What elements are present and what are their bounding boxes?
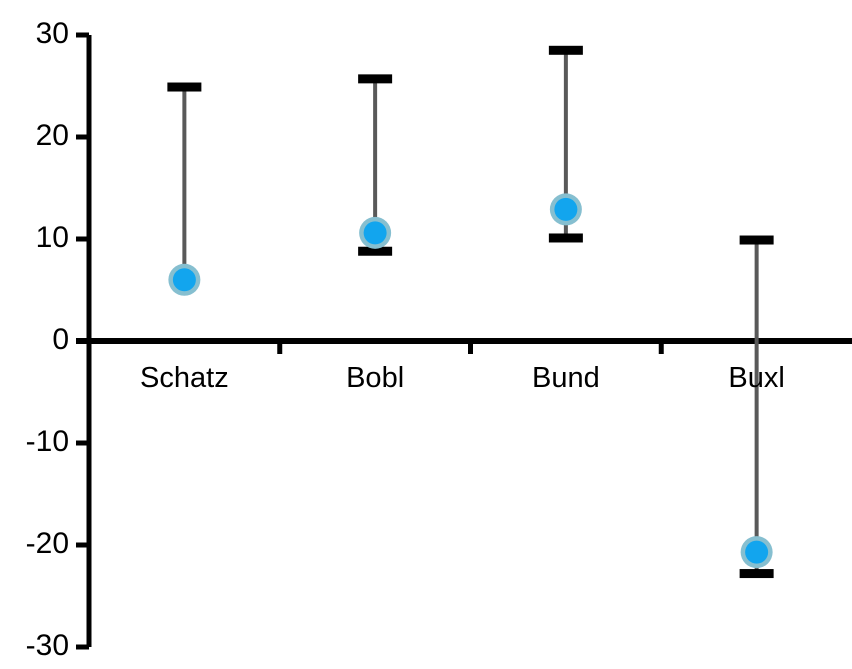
x-axis-category-label: Buxl bbox=[728, 362, 785, 394]
value-marker-dot[interactable] bbox=[554, 197, 578, 221]
y-axis-tick-label: -30 bbox=[25, 629, 69, 662]
range-marker-group bbox=[548, 45, 583, 243]
range-high-cap bbox=[167, 82, 202, 92]
value-marker-dot[interactable] bbox=[172, 268, 196, 292]
range-low-cap bbox=[358, 246, 393, 256]
range-marker-group bbox=[167, 82, 202, 296]
value-marker-dot[interactable] bbox=[745, 540, 769, 564]
x-axis-category-label: Schatz bbox=[140, 362, 229, 394]
range-high-cap bbox=[739, 235, 774, 245]
y-axis-tick-label: 10 bbox=[35, 221, 69, 254]
x-axis-category-label: Bund bbox=[532, 362, 600, 394]
y-axis-tick-label: 20 bbox=[35, 119, 69, 152]
range-high-cap bbox=[548, 45, 583, 55]
y-axis-tick-label: -20 bbox=[25, 527, 69, 560]
y-axis-tick-label: 0 bbox=[52, 323, 69, 356]
y-axis-tick-label: 30 bbox=[35, 17, 69, 50]
range-high-cap bbox=[358, 74, 393, 84]
value-marker-dot[interactable] bbox=[363, 221, 387, 245]
range-low-cap bbox=[739, 569, 774, 579]
y-axis-tick-label: -10 bbox=[25, 425, 69, 458]
x-axis-category-label: Bobl bbox=[346, 362, 405, 394]
range-marker-group bbox=[739, 235, 774, 579]
range-low-cap bbox=[548, 233, 583, 243]
range-marker-group bbox=[358, 74, 393, 256]
